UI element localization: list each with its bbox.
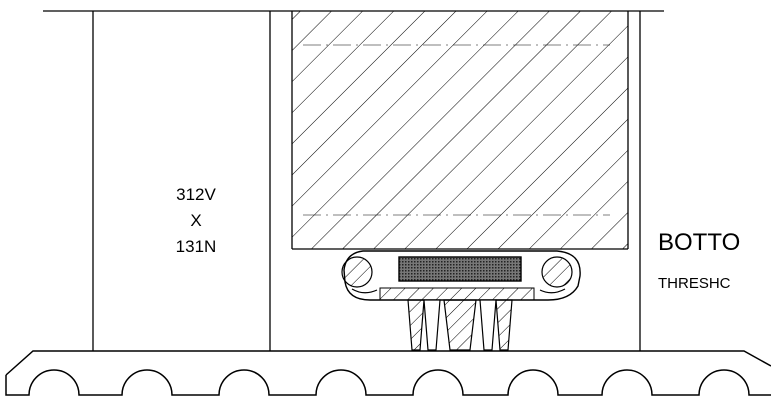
door-leaf-section [291, 11, 629, 250]
door-bottom-sweep [341, 250, 581, 351]
threshold-label: THRESHC [658, 275, 731, 292]
seal-insert [398, 256, 522, 282]
dimension-value-bottom: 131N [176, 237, 217, 256]
bottom-title-label: BOTTO [658, 229, 740, 256]
dimension-value-top: 312V [176, 185, 216, 204]
threshold-plate [5, 350, 771, 396]
dimension-separator: X [190, 211, 201, 230]
